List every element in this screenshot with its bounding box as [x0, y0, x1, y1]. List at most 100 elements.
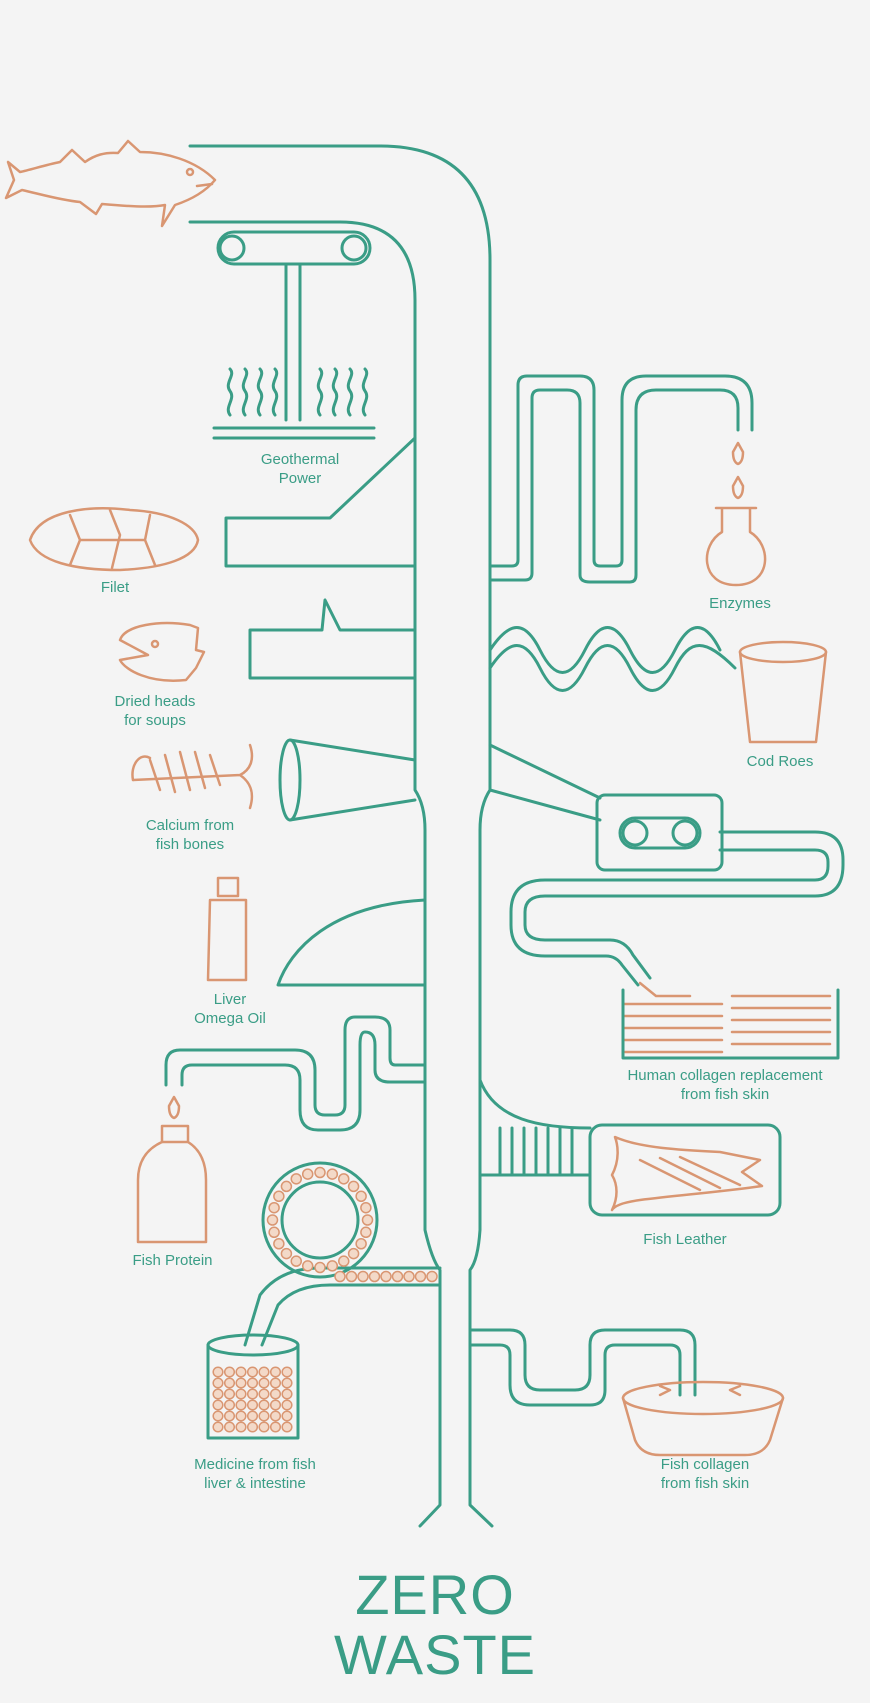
pill [223, 1388, 236, 1400]
label-medicine: Medicine from fish liver & intestine [194, 1456, 316, 1492]
pill [301, 1260, 314, 1272]
heat-waves-icon [226, 367, 369, 417]
pill [314, 1166, 326, 1179]
label-cod-roes: Cod Roes [746, 753, 814, 770]
pill [223, 1410, 236, 1422]
pill [269, 1388, 282, 1400]
filet-branch [224, 436, 417, 568]
pill [269, 1366, 282, 1378]
pill [212, 1410, 224, 1422]
pill [235, 1410, 247, 1422]
filet-icon [28, 507, 200, 572]
pill [360, 1201, 372, 1214]
pill [290, 1173, 302, 1185]
pill [212, 1388, 224, 1400]
pill [269, 1377, 282, 1389]
pill [281, 1410, 293, 1422]
pill [290, 1255, 302, 1267]
pill [235, 1377, 247, 1389]
pill [345, 1270, 358, 1283]
title-line-2: WASTE [333, 1623, 537, 1686]
pill [212, 1377, 224, 1389]
bottle-icon [136, 1124, 208, 1244]
pill [258, 1388, 270, 1400]
pill [281, 1377, 293, 1389]
pill [347, 1180, 360, 1193]
pill [212, 1366, 224, 1378]
label-liver-oil: Liver Omega Oil [194, 991, 266, 1027]
fish-collagen-pipe [468, 1328, 697, 1407]
label-fish-protein: Fish Protein [132, 1252, 213, 1269]
label-fish-collagen: Fish collagen from fish skin [660, 1456, 750, 1492]
pill [235, 1399, 247, 1411]
fish-bones-icon [131, 743, 254, 810]
pill [246, 1377, 259, 1389]
pill [361, 1214, 374, 1226]
pill [326, 1260, 339, 1272]
pill [280, 1180, 293, 1193]
pill [338, 1173, 350, 1185]
label-human-collagen: Human collagen replacement from fish ski… [627, 1067, 823, 1103]
enzymes-pipe [488, 374, 754, 584]
pill [235, 1366, 247, 1378]
liver-oil-branch [276, 898, 427, 987]
pill [338, 1255, 350, 1267]
pills-jar-icon [206, 1166, 438, 1440]
pill [301, 1168, 314, 1180]
pill [368, 1270, 381, 1283]
pill [266, 1214, 279, 1226]
pill [280, 1247, 293, 1260]
label-calcium: Calcium from fish bones [145, 817, 235, 853]
pill [273, 1238, 285, 1250]
pill [246, 1388, 259, 1400]
pill [360, 1226, 372, 1239]
pill [391, 1270, 404, 1283]
pill [246, 1421, 259, 1433]
collagen-machine-pipe [488, 743, 845, 987]
pill [281, 1399, 293, 1411]
fish-icon [4, 139, 217, 228]
title-line-1: ZERO [355, 1563, 515, 1626]
bowl-icon [621, 1380, 785, 1457]
pill [314, 1261, 326, 1274]
label-dried-heads: Dried heads for soups [114, 693, 196, 729]
pill [347, 1247, 360, 1260]
pill [258, 1366, 270, 1378]
pill [223, 1421, 236, 1433]
label-geothermal-power: Geothermal Power [260, 451, 340, 487]
pill [223, 1366, 236, 1378]
bottle-icon [206, 876, 248, 982]
flask-icon [705, 506, 767, 587]
pill [268, 1201, 280, 1214]
fish-head-icon [118, 621, 206, 682]
pill [258, 1399, 270, 1411]
pill [273, 1190, 285, 1202]
pill [380, 1270, 392, 1283]
pill [426, 1270, 438, 1283]
pill [246, 1410, 259, 1422]
leather-icon [610, 1135, 764, 1212]
cup-icon [738, 640, 828, 744]
pill [355, 1238, 367, 1250]
pill [246, 1366, 259, 1378]
pill [258, 1421, 270, 1433]
pill [268, 1226, 280, 1239]
pill [212, 1421, 224, 1433]
pill [235, 1421, 247, 1433]
pill [357, 1270, 369, 1283]
drop-icon [167, 1095, 181, 1120]
label-fish-leather: Fish Leather [643, 1231, 727, 1248]
pill [258, 1410, 270, 1422]
pill [414, 1270, 427, 1283]
pill [269, 1399, 282, 1411]
pill [334, 1270, 346, 1283]
pill [355, 1190, 367, 1202]
pill [269, 1421, 282, 1433]
pill [269, 1410, 282, 1422]
label-enzymes: Enzymes [709, 595, 771, 612]
drop-icon [731, 441, 745, 500]
pill [223, 1399, 236, 1411]
roller-machine-icon [595, 793, 724, 872]
calcium-branch [278, 738, 417, 822]
